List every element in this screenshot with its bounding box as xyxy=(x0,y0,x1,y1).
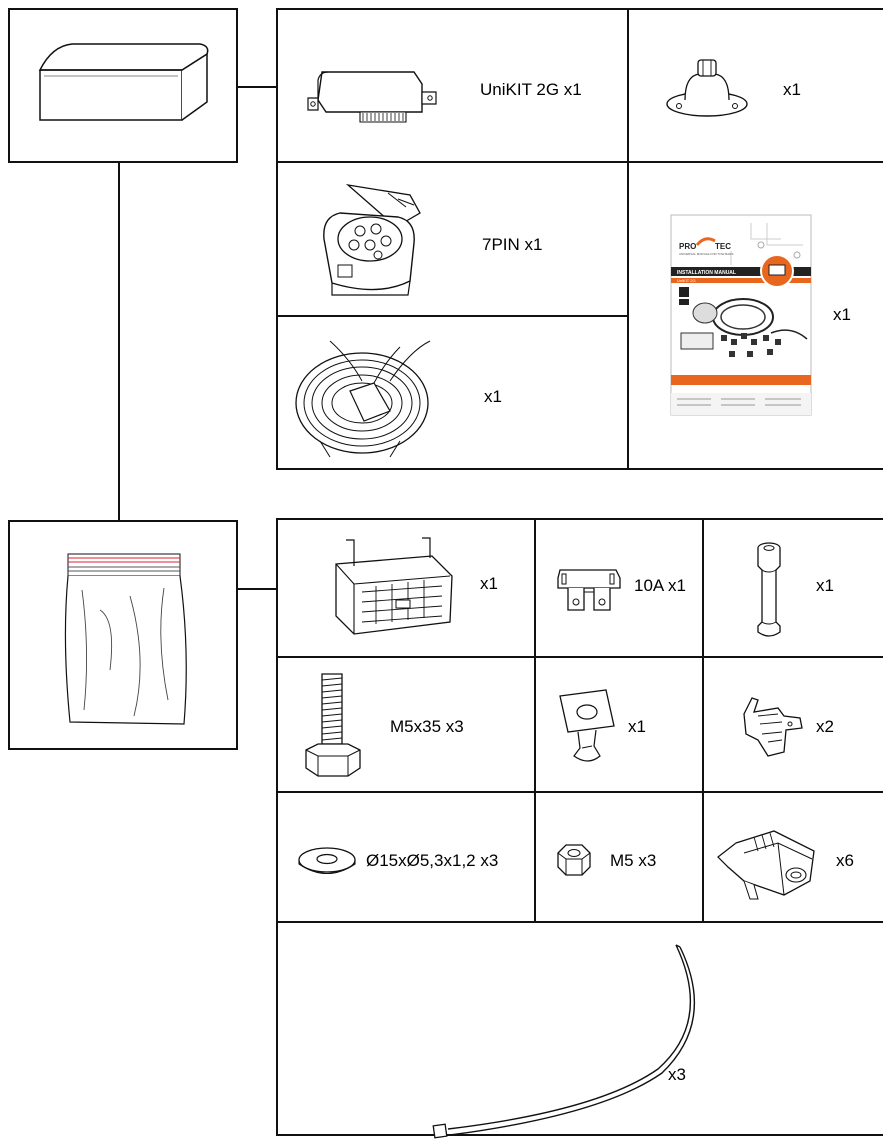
bolt-icon xyxy=(302,668,366,784)
cell-nut: M5 x3 xyxy=(534,791,704,923)
cell-socket-cover: x1 xyxy=(627,8,883,163)
cell-fuse-holder: x1 xyxy=(702,518,883,658)
cell-terminal: x2 xyxy=(702,656,883,793)
wire-harness-label: x1 xyxy=(484,387,502,407)
module-icon xyxy=(308,62,438,132)
fuse-holder-label: x1 xyxy=(816,576,834,596)
cell-wire-harness: x1 xyxy=(276,315,629,470)
cell-cable-tie: x3 xyxy=(276,921,883,1136)
bracket-clip-label: x1 xyxy=(628,717,646,737)
cell-7pin: 7PIN x1 xyxy=(276,161,629,317)
tree-trunk-line xyxy=(118,162,120,522)
cable-tie-label: x3 xyxy=(668,1065,686,1085)
manual-icon: PRO TEC UNIVERSAL MODULE FOR TOW BARS IN… xyxy=(671,215,811,415)
connector-icon xyxy=(332,536,456,644)
wire-coil-icon xyxy=(290,331,440,461)
connector-label: x1 xyxy=(480,574,498,594)
socket-7pin-icon xyxy=(318,177,428,305)
terminal-label: x2 xyxy=(816,717,834,737)
bag-icon xyxy=(60,550,190,730)
packaging-box-panel xyxy=(8,8,238,163)
cell-bracket-clip: x1 xyxy=(534,656,704,793)
cell-splice: x6 xyxy=(702,791,883,923)
splice-icon xyxy=(714,823,824,905)
fuse-holder-icon xyxy=(752,540,786,640)
bag-branch-line xyxy=(236,588,278,590)
nut-icon xyxy=(554,841,594,879)
manual-title: INSTALLATION MANUAL xyxy=(677,270,736,276)
nut-label: M5 x3 xyxy=(610,851,656,871)
cell-unikit: UniKIT 2G x1 xyxy=(276,8,629,163)
unikit-label: UniKIT 2G x1 xyxy=(480,80,582,100)
7pin-label: 7PIN x1 xyxy=(482,235,542,255)
manual-label: x1 xyxy=(833,305,851,325)
cell-connector: x1 xyxy=(276,518,536,658)
washer-icon xyxy=(296,843,358,877)
bracket-icon xyxy=(554,686,620,766)
bolt-label: M5x35 x3 xyxy=(390,717,464,737)
terminal-icon xyxy=(738,694,808,762)
manual-tagline: UNIVERSAL MODULE FOR TOW BARS xyxy=(679,252,733,256)
cell-fuse: 10A x1 xyxy=(534,518,704,658)
manual-product: UniKIT 2G xyxy=(677,278,696,283)
bag-panel xyxy=(8,520,238,750)
box-branch-line xyxy=(236,86,278,88)
box-icon xyxy=(32,40,212,125)
socket-cover-icon xyxy=(663,54,751,124)
washer-label: Ø15xØ5,3x1,2 x3 xyxy=(366,851,498,871)
splice-label: x6 xyxy=(836,851,854,871)
cable-tie-icon xyxy=(428,941,718,1141)
manual-brand-pro: PRO xyxy=(679,242,696,251)
cell-washer: Ø15xØ5,3x1,2 x3 xyxy=(276,791,536,923)
fuse-label: 10A x1 xyxy=(634,576,686,596)
manual-brand-tec: TEC xyxy=(715,242,731,251)
socket-cover-label: x1 xyxy=(783,80,801,100)
cell-manual: PRO TEC UNIVERSAL MODULE FOR TOW BARS IN… xyxy=(627,161,883,470)
cell-bolt: M5x35 x3 xyxy=(276,656,536,793)
fuse-icon xyxy=(554,564,624,620)
